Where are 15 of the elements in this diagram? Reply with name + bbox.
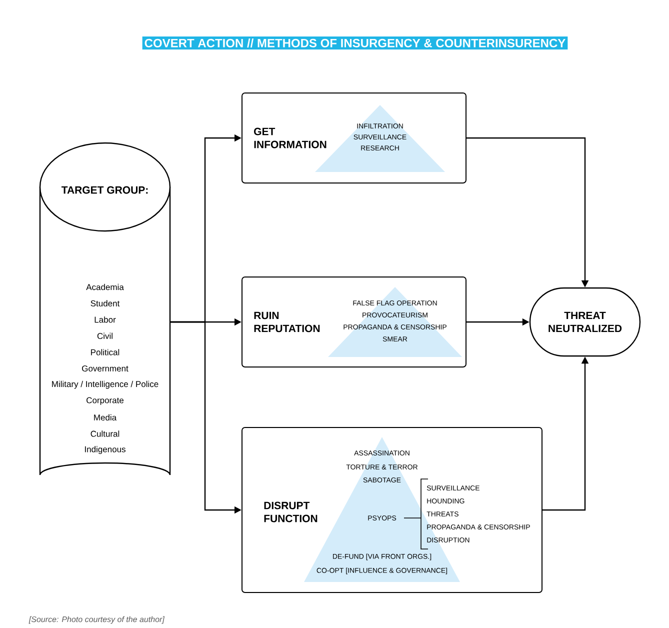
node-label: Labor — [94, 316, 116, 323]
node-label: Cultural — [90, 430, 120, 437]
title: COVERT ACTION // METHODS OF INSURGENCY & COUNTERINSURENCY — [142, 36, 568, 50]
node-label: Indigenous — [84, 446, 126, 454]
node-label: Academia — [86, 284, 124, 290]
node-label: Military / Intelligence / Police — [52, 380, 158, 389]
node-label: Corporate — [86, 397, 124, 405]
node-label: Political — [91, 349, 120, 356]
caption: [Source: Photo courtesy of the author] — [28, 616, 165, 624]
result-pill: THREAT NEUTRALIZED — [529, 287, 641, 357]
node-label: Government — [82, 365, 128, 372]
node-label: Student — [90, 300, 120, 306]
node-label: Media — [94, 414, 117, 421]
target-cylinder: TARGET GROUP: Academia Student Labor Civil Political Government Military / Intelligence / Police Corporate Media Cultural Indigenous — [39, 142, 171, 476]
node-label: Civil — [97, 332, 112, 340]
